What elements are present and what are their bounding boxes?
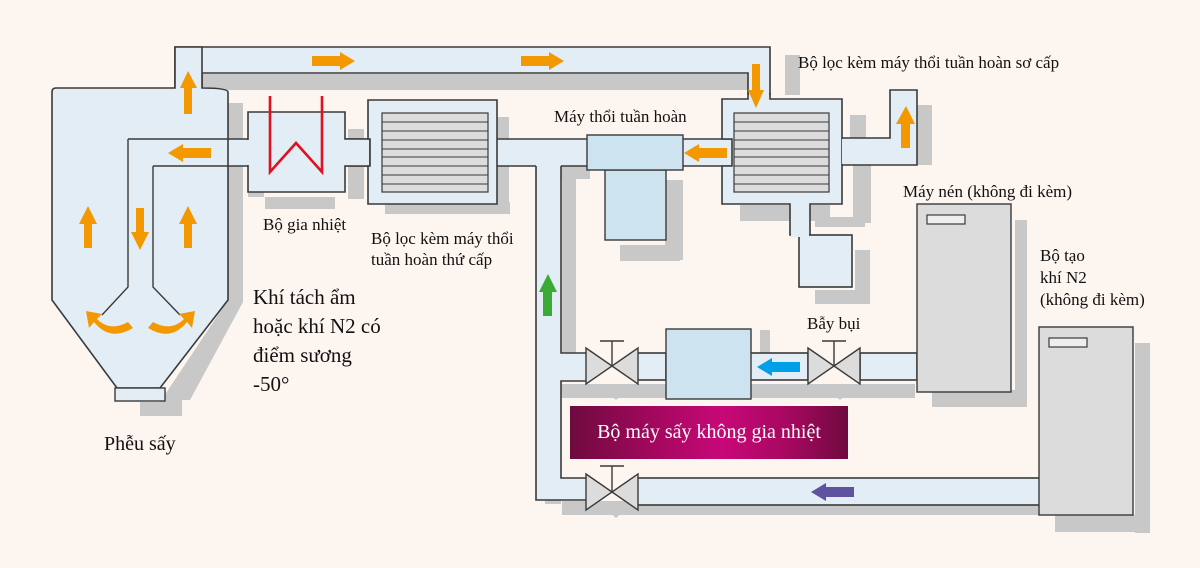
hopper-label: Phễu sấy [104, 433, 176, 455]
dust-trap-label: Bẫy bụi [807, 314, 861, 333]
gas-note-line4: -50° [253, 372, 290, 396]
arrow-left-icon [168, 144, 211, 162]
dust-collector [798, 234, 853, 288]
curved-arrow-icon [148, 311, 195, 334]
heater-label: Bộ gia nhiệt [263, 215, 347, 234]
arrow-right-icon [312, 52, 355, 70]
dryer-unit-banner: Bộ máy sấy không gia nhiệt [570, 406, 848, 459]
compressor-label: Máy nén (không đi kèm) [903, 182, 1073, 201]
arrow-right-icon [521, 52, 564, 70]
dryer-vessel[interactable] [665, 328, 752, 400]
gas-note-line1: Khí tách ẩm [253, 285, 356, 309]
arrow-up-icon [896, 106, 915, 148]
blower-label: Máy thổi tuần hoàn [554, 107, 687, 126]
n2-generator[interactable] [1038, 326, 1134, 516]
arrow-down-icon [131, 208, 149, 250]
gas-note-line2: hoặc khí N2 có [253, 314, 381, 338]
arrow-left-icon [684, 144, 727, 162]
n2-generator-label-line2: khí N2 [1040, 268, 1087, 287]
compressor[interactable] [916, 203, 1012, 393]
flow-arrows [79, 52, 915, 501]
circulation-blower[interactable] [586, 134, 684, 241]
secondary-filter-label-line1: Bộ lọc kèm máy thổi [371, 229, 514, 248]
arrow-up-icon [539, 274, 557, 316]
arrow-down-icon [748, 64, 764, 108]
arrow-left-icon [811, 483, 854, 501]
primary-filter[interactable] [721, 90, 853, 288]
hopper-outlet [114, 387, 166, 402]
valve-icon [585, 465, 639, 512]
heater[interactable] [229, 96, 371, 193]
n2-generator-label-line1: Bộ tạo [1040, 246, 1085, 265]
return-vertical-pipe [535, 166, 591, 501]
arrow-left-icon [757, 358, 800, 376]
gas-note-line3: điểm sương [253, 343, 352, 367]
secondary-filter-label-line2: tuần hoàn thứ cấp [371, 250, 493, 269]
n2-generator-label-line3: (không đi kèm) [1040, 290, 1145, 309]
heater-coil-icon [268, 96, 324, 176]
arrow-up-icon [180, 71, 197, 114]
valves[interactable] [585, 340, 861, 512]
curved-arrow-icon [86, 311, 133, 334]
arrow-up-icon [179, 206, 197, 248]
primary-filter-label: Bộ lọc kèm máy thổi tuần hoàn sơ cấp [798, 53, 1060, 72]
secondary-filter[interactable] [367, 99, 498, 205]
valve-icon [585, 340, 639, 386]
arrow-up-icon [79, 206, 97, 248]
valve-icon [807, 340, 861, 386]
